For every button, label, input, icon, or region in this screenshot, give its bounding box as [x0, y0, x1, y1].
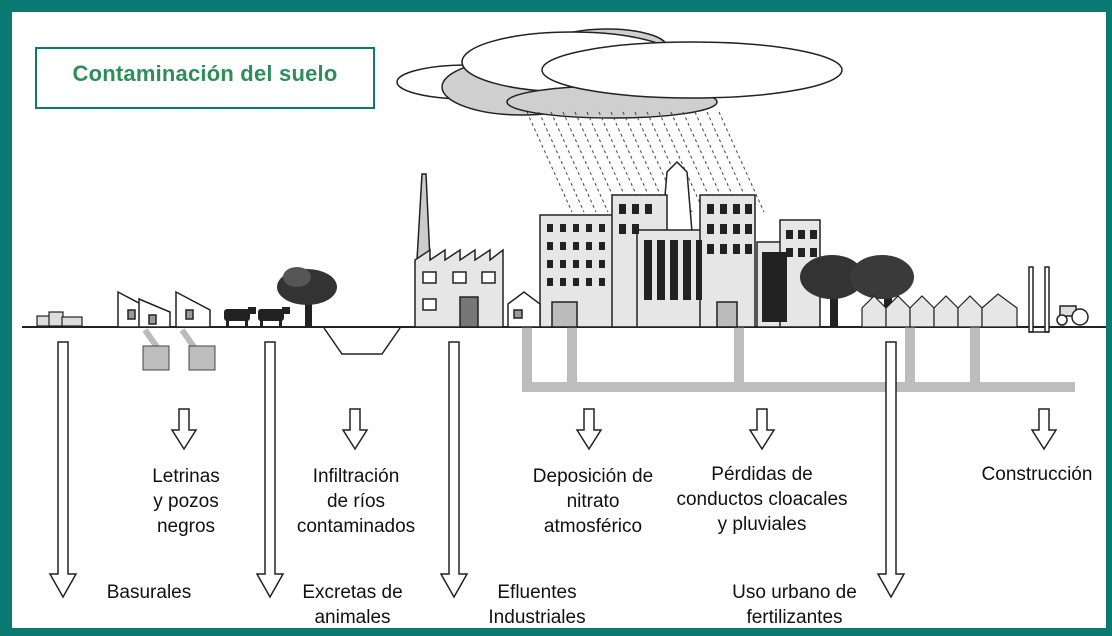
tractor-icon: [1056, 305, 1089, 326]
label-basurales: Basurales: [106, 582, 192, 603]
down-arrow-icon: [48, 341, 906, 599]
label-excretas: Excretas de animales: [302, 582, 403, 628]
label-deposicion: Deposición de nitrato atmosférico: [532, 466, 654, 537]
factory-icon: [414, 173, 504, 328]
tree-icon: [277, 267, 337, 327]
construction-icon: [1028, 266, 1050, 333]
label-perdidas: Pérdidas de conductos cloacales y pluvia…: [676, 464, 848, 535]
house-icon: [117, 290, 211, 328]
cloud-icon: [396, 28, 843, 119]
label-uso-urbano: Uso urbano de fertilizantes: [732, 582, 857, 628]
label-construccion: Construcción: [981, 464, 1093, 485]
label-infiltracion: Infiltración de ríos contaminados: [296, 466, 416, 537]
label-letrinas: Letrinas y pozos negros: [152, 466, 220, 537]
house-icon: [507, 291, 541, 328]
city-windows: [547, 204, 817, 322]
cow-icon: [224, 307, 290, 328]
down-arrow-icon: [170, 408, 1058, 451]
house-icon: [861, 293, 1018, 328]
sewer-pipes: [522, 327, 1075, 392]
garbage-icon: [36, 311, 83, 327]
latrine-pits: [142, 328, 216, 371]
label-efluentes: Efluentes Industriales: [488, 582, 586, 628]
diagram-title: Contaminación del suelo: [72, 61, 338, 86]
title-box: Contaminación del suelo: [35, 47, 375, 109]
river-channel: [323, 327, 401, 355]
scene-illustration: [22, 28, 1106, 599]
